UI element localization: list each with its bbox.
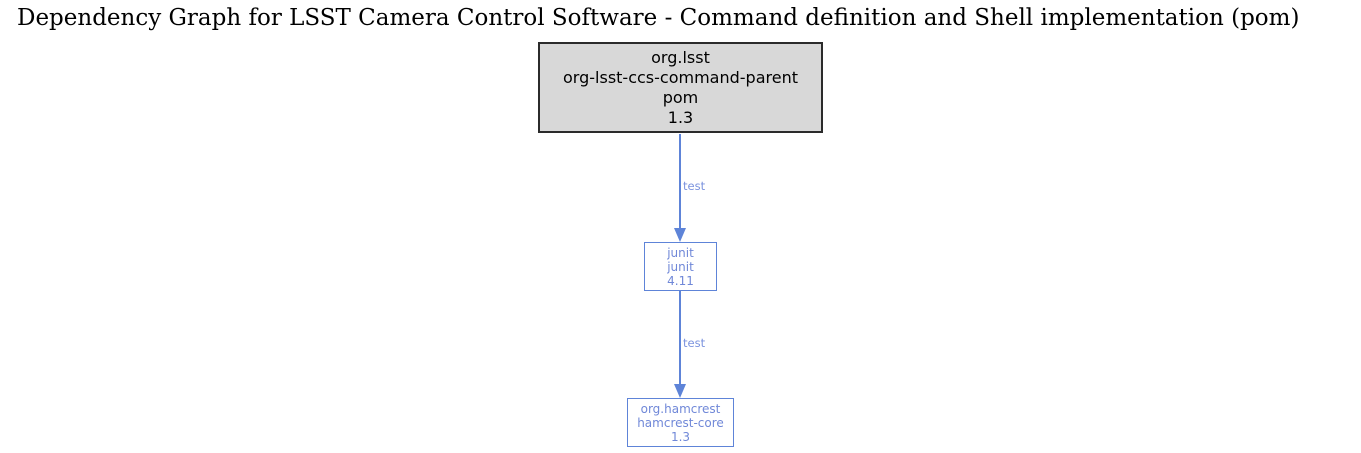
edge-junit-to-hamcrest — [679, 291, 681, 384]
node-junit: junit junit 4.11 — [644, 242, 717, 291]
arrowhead-down-icon — [674, 228, 686, 242]
node-group-id: org.hamcrest — [640, 401, 721, 416]
arrowhead-down-icon — [674, 384, 686, 398]
node-artifact-id: hamcrest-core — [637, 415, 724, 430]
node-hamcrest-core: org.hamcrest hamcrest-core 1.3 — [627, 398, 734, 447]
edge-parent-to-junit — [679, 134, 681, 228]
node-packaging: pom — [662, 87, 699, 107]
node-artifact-id: junit — [667, 259, 694, 274]
node-group-id: org.lsst — [651, 47, 710, 67]
node-artifact-id: org-lsst-ccs-command-parent — [563, 67, 798, 87]
node-version: 1.3 — [667, 107, 694, 127]
graph-title: Dependency Graph for LSST Camera Control… — [17, 5, 1300, 31]
node-version: 1.3 — [670, 429, 691, 444]
node-parent-pom: org.lsst org-lsst-ccs-command-parent pom… — [538, 42, 823, 133]
edge-label-test-1: test — [683, 179, 706, 193]
node-version: 4.11 — [667, 273, 694, 288]
edge-label-test-2: test — [683, 336, 706, 350]
node-group-id: junit — [667, 245, 694, 260]
